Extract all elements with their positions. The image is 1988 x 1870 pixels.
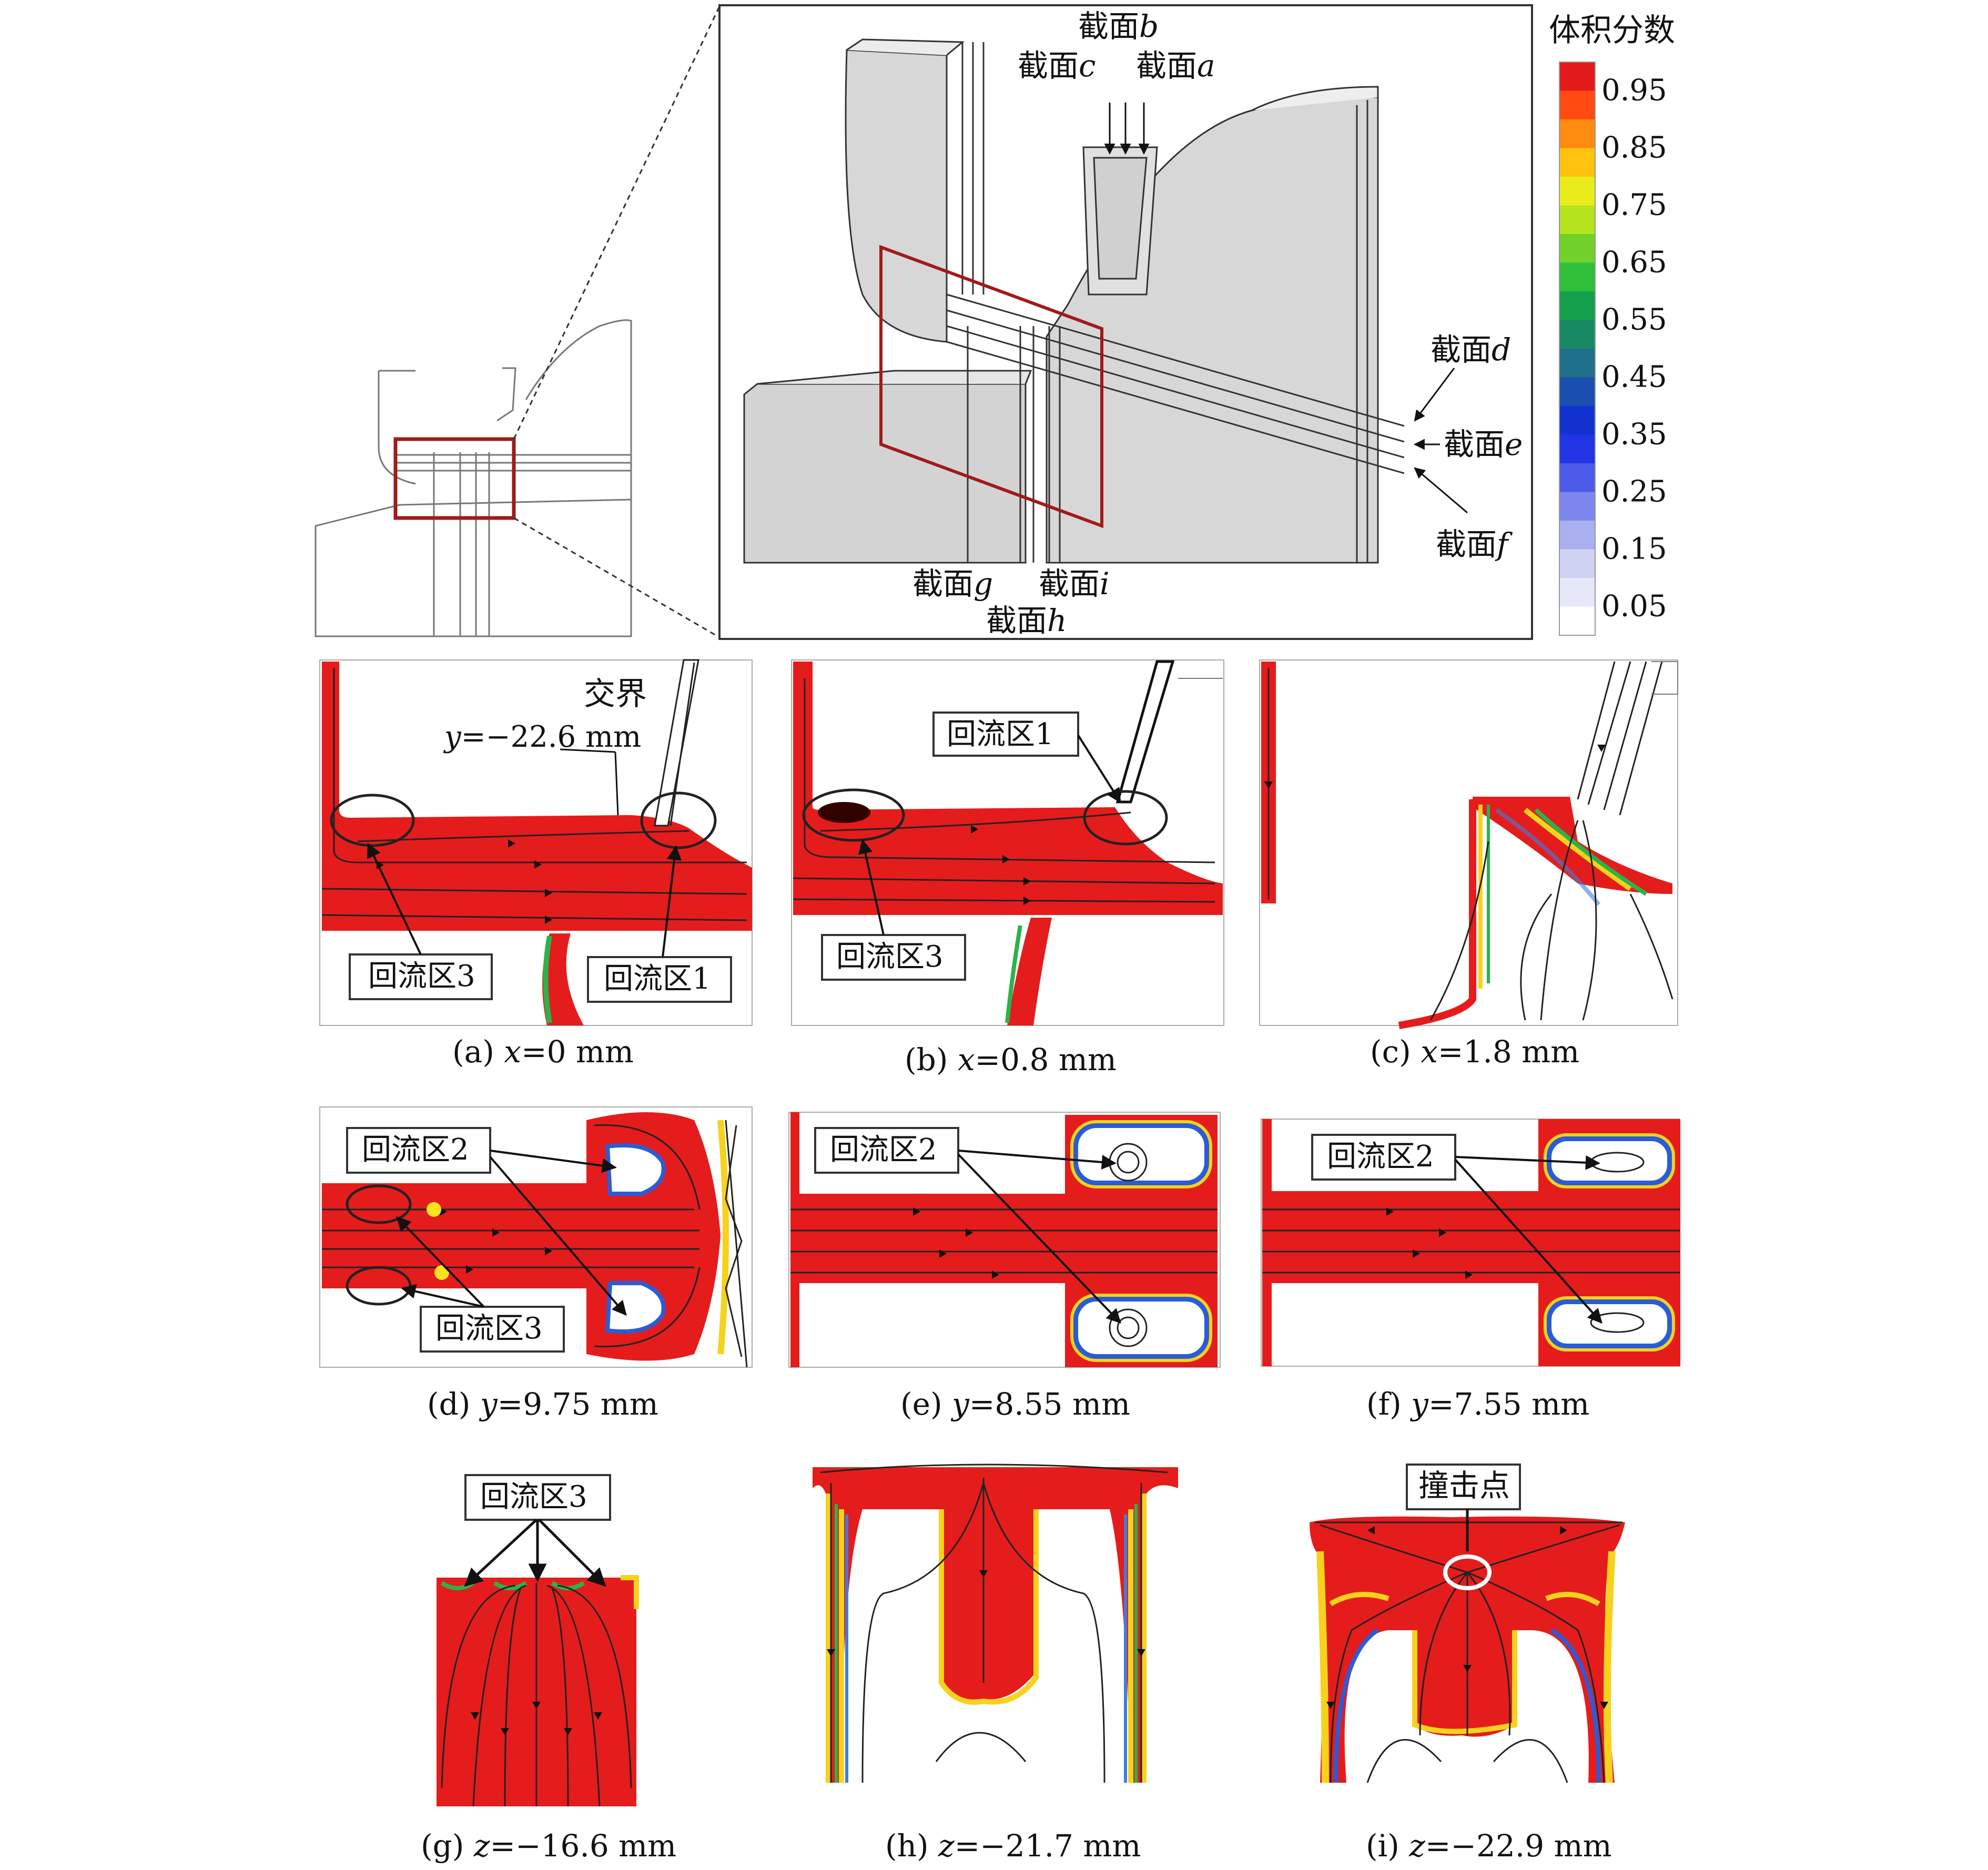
caption-h: (h) z=−21.7 mm xyxy=(885,1828,1141,1864)
section-b-label: 截面b xyxy=(1078,8,1159,44)
legend-color-step xyxy=(1559,177,1595,206)
panel-f: 回流区2 xyxy=(1261,1119,1680,1367)
recirc1-label-b: 回流区1 xyxy=(947,717,1054,751)
recirc3-label-d: 回流区3 xyxy=(435,1312,543,1346)
legend-color-step xyxy=(1559,148,1595,177)
recirc2-label-e: 回流区2 xyxy=(830,1133,937,1167)
panel-b: 回流区1 回流区3 xyxy=(791,659,1224,1026)
legend-color-step xyxy=(1559,205,1595,235)
legend-color-step xyxy=(1559,377,1595,406)
overview-geometry xyxy=(315,319,632,637)
y-value-label: y=−22.6 mm xyxy=(443,720,641,754)
legend-color-step xyxy=(1559,119,1595,148)
legend-color-step xyxy=(1559,606,1595,636)
panel-e: 回流区2 xyxy=(788,1112,1221,1368)
legend-tick-label: 0.35 xyxy=(1601,418,1667,452)
recirc1-label-a: 回流区1 xyxy=(604,962,711,996)
section-arrows xyxy=(1104,103,1468,514)
caption-d: (d) y=9.75 mm xyxy=(427,1386,658,1422)
panel-i: 撞击点 xyxy=(1310,1464,1625,1783)
legend-color-step xyxy=(1559,578,1595,607)
caption-e: (e) y=8.55 mm xyxy=(900,1386,1130,1422)
caption-i: (i) z=−22.9 mm xyxy=(1366,1828,1612,1864)
overview-zoom-box xyxy=(393,437,516,520)
interface-label: 交界 xyxy=(584,676,647,713)
caption-g: (g) z=−16.6 mm xyxy=(421,1828,676,1864)
legend-color-step xyxy=(1559,234,1595,263)
legend-tick-label: 0.65 xyxy=(1601,246,1667,280)
legend-tick-label: 0.45 xyxy=(1601,360,1667,394)
section-g-label: 截面g xyxy=(912,566,993,602)
panel-h xyxy=(813,1464,1178,1783)
zoom-dash-top xyxy=(513,6,721,440)
section-d-label: 截面d xyxy=(1431,332,1511,368)
legend-color-step xyxy=(1559,90,1595,120)
legend-tick-label: 0.85 xyxy=(1601,131,1667,165)
legend-color-step xyxy=(1559,262,1595,292)
impact-point-label: 撞击点 xyxy=(1418,1468,1510,1503)
section-f-label: 截面f xyxy=(1436,526,1513,562)
section-i-label: 截面i xyxy=(1039,566,1110,602)
zoom-dash-bottom xyxy=(513,517,720,638)
legend-tick-label: 0.05 xyxy=(1601,590,1667,624)
legend-color-step xyxy=(1559,349,1595,378)
section-h-label: 截面h xyxy=(986,603,1067,638)
zoom-red-box xyxy=(879,245,1103,529)
legend-color-step xyxy=(1559,320,1595,349)
legend-color-step xyxy=(1559,291,1595,320)
recirc2-label-d: 回流区2 xyxy=(362,1133,469,1167)
legend-color-step xyxy=(1559,492,1595,521)
zoom-geometry xyxy=(743,38,1405,564)
caption-f: (f) y=7.55 mm xyxy=(1366,1386,1589,1422)
legend-color-step xyxy=(1559,406,1595,435)
legend-tick-label: 0.55 xyxy=(1601,303,1667,337)
legend-color-step xyxy=(1559,434,1595,464)
legend-tick-label: 0.15 xyxy=(1601,532,1667,566)
legend-title: 体积分数 xyxy=(1549,12,1675,49)
recirc3-label-a: 回流区3 xyxy=(368,959,475,993)
caption-a: (a) x=0 mm xyxy=(452,1034,634,1070)
caption-c: (c) x=1.8 mm xyxy=(1370,1034,1579,1070)
legend-color-step xyxy=(1559,549,1595,578)
recirc3-label-g: 回流区3 xyxy=(480,1480,587,1514)
legend-ticks: 0.95 0.85 0.75 0.65 0.55 0.45 0.35 0.25 0.15 0.05 xyxy=(1601,74,1667,624)
panel-d: 回流区2 回流区3 xyxy=(319,1106,753,1368)
section-c-label: 截面c xyxy=(1018,48,1096,84)
legend-border xyxy=(1559,62,1596,636)
recirc3-label-b: 回流区3 xyxy=(836,940,944,974)
section-a-label: 截面a xyxy=(1136,48,1215,84)
legend-color-step xyxy=(1559,463,1595,492)
legend-colorbar xyxy=(1559,62,1595,636)
panel-c xyxy=(1259,659,1678,1029)
legend-tick-label: 0.95 xyxy=(1601,74,1667,108)
legend-tick-label: 0.25 xyxy=(1601,475,1667,509)
section-e-label: 截面e xyxy=(1444,426,1523,462)
panel-g: 回流区3 xyxy=(437,1474,639,1807)
caption-b: (b) x=0.8 mm xyxy=(905,1042,1117,1078)
legend-color-step xyxy=(1559,62,1595,91)
legend-color-step xyxy=(1559,521,1595,550)
section-labels: 截面b 截面c 截面a 截面d 截面e 截面f 截面g 截面i 截面h xyxy=(912,8,1523,638)
legend-tick-label: 0.75 xyxy=(1601,188,1667,222)
recirc2-label-f: 回流区2 xyxy=(1327,1140,1434,1174)
panel-a: 交界 y=−22.6 mm 回流区3 回流区1 xyxy=(319,659,753,1026)
